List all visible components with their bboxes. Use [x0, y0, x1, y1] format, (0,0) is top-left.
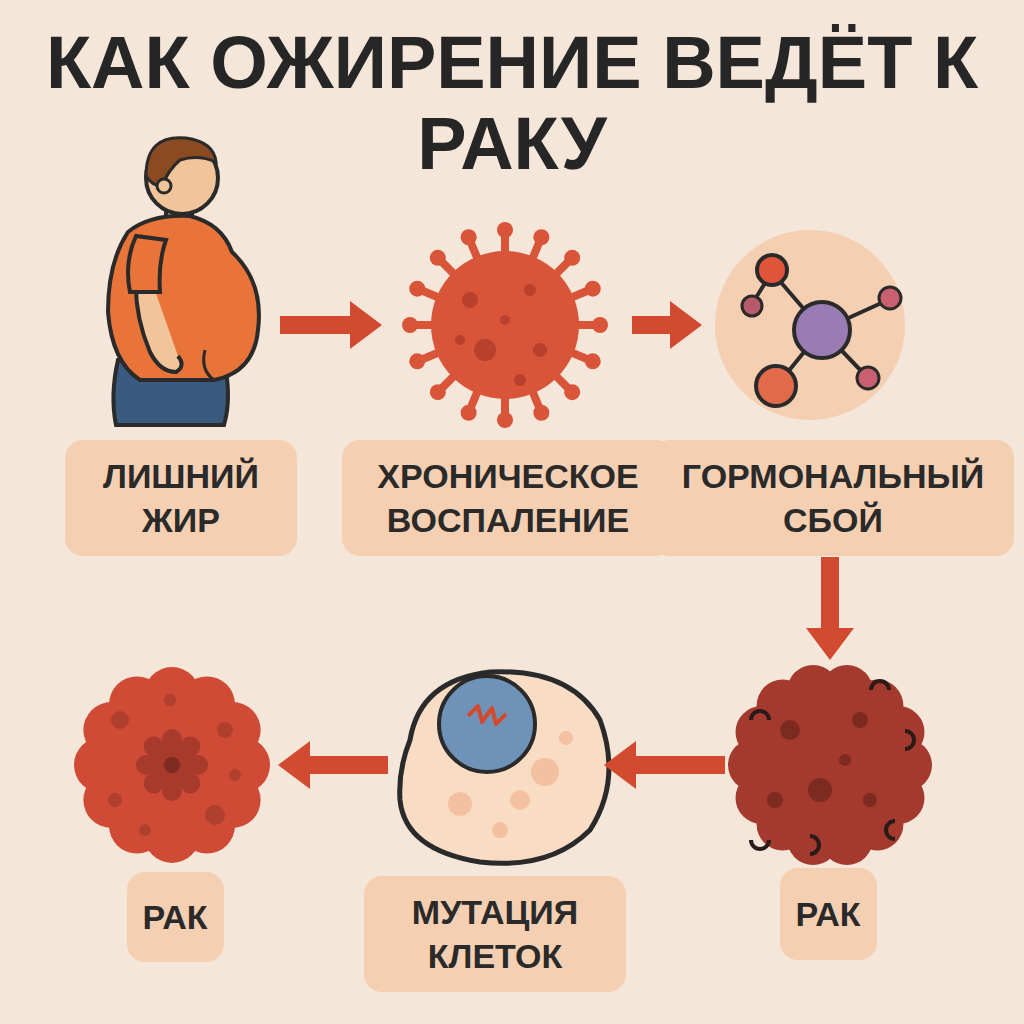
spike-tip — [461, 405, 477, 421]
crater — [871, 681, 889, 690]
spike-tip — [409, 353, 425, 369]
flow-arrow — [806, 557, 854, 660]
spike-tip — [497, 412, 513, 428]
shape — [157, 179, 171, 193]
dot — [533, 343, 547, 357]
dot — [462, 292, 478, 308]
spike-tip — [409, 281, 425, 297]
dot — [108, 793, 122, 807]
spike-tip — [461, 229, 477, 245]
label-box: ГОРМОНАЛЬНЫЙ СБОЙ — [652, 440, 1014, 556]
dot — [808, 778, 832, 802]
shape — [492, 822, 508, 838]
label-box: РАК — [127, 872, 224, 962]
flow-arrow — [604, 741, 725, 789]
step-label: РАК — [796, 892, 861, 936]
spike-tip — [564, 250, 580, 266]
step-label: РАК — [143, 895, 208, 939]
dot — [500, 315, 510, 325]
shape — [204, 350, 214, 380]
step-label: ЛИШНИЙ ЖИР — [81, 454, 281, 542]
crater — [751, 840, 769, 849]
label-box: МУТАЦИЯ КЛЕТОК — [364, 876, 626, 992]
cell-body — [431, 251, 579, 399]
crater — [886, 821, 895, 839]
shape — [857, 367, 879, 389]
spike-tip — [585, 281, 601, 297]
label-box: ХРОНИЧЕСКОЕ ВОСПАЛЕНИЕ — [342, 440, 674, 556]
core — [148, 741, 196, 789]
label-box: РАК — [780, 868, 877, 960]
flow-arrow — [632, 301, 702, 349]
inflammation-cell — [402, 222, 608, 428]
spike-tip — [497, 222, 513, 238]
flow-arrow — [280, 301, 382, 349]
shape — [559, 731, 573, 745]
step-label: ГОРМОНАЛЬНЫЙ СБОЙ — [668, 454, 998, 542]
label-box: ЛИШНИЙ ЖИР — [65, 440, 297, 556]
shape — [794, 302, 850, 358]
dot — [111, 711, 129, 729]
shape — [439, 676, 535, 772]
spike-tip — [533, 229, 549, 245]
shape — [400, 672, 609, 864]
dot — [217, 722, 233, 738]
spike-tip — [585, 353, 601, 369]
dot — [780, 720, 800, 740]
shape — [756, 366, 796, 406]
dot — [205, 805, 225, 825]
step-label: ХРОНИЧЕСКОЕ ВОСПАЛЕНИЕ — [358, 454, 658, 542]
spike-tip — [430, 384, 446, 400]
step-node: ГОРМОНАЛЬНЫЙ СБОЙ — [702, 225, 918, 557]
flow-arrow — [278, 741, 388, 789]
shape — [510, 790, 530, 810]
dot — [514, 374, 526, 386]
crater — [751, 711, 769, 720]
title: КАК ОЖИРЕНИЕ ВЕДЁТ К РАКУ — [40, 22, 984, 185]
dot — [852, 712, 868, 728]
dot — [839, 754, 851, 766]
dot — [164, 694, 176, 706]
shape — [715, 230, 905, 420]
shape — [742, 296, 762, 316]
spike-tip — [402, 317, 418, 333]
spike-tip — [430, 250, 446, 266]
shape — [531, 758, 559, 786]
cell-body — [96, 689, 248, 841]
dot — [863, 793, 877, 807]
shape — [448, 792, 472, 816]
cancer-cell — [74, 667, 270, 863]
core — [164, 757, 180, 773]
step-node: МУТАЦИЯ КЛЕТОК — [388, 660, 604, 993]
shape — [468, 706, 506, 724]
dot — [474, 339, 496, 361]
hormone-molecule — [715, 230, 905, 420]
spike-tip — [564, 384, 580, 400]
dot — [524, 284, 536, 296]
dot — [139, 824, 151, 836]
shape — [128, 236, 166, 292]
step-node: РАК — [62, 660, 278, 962]
step-node: РАК — [725, 660, 935, 960]
dot — [229, 769, 241, 781]
dot — [455, 335, 465, 345]
shape — [757, 255, 787, 285]
shape — [146, 138, 216, 186]
step-node: ЛИШНИЙ ЖИР — [88, 140, 280, 557]
step-node: ХРОНИЧЕСКОЕ ВОСПАЛЕНИЕ — [382, 230, 632, 557]
crater — [905, 731, 914, 749]
spike-tip — [592, 317, 608, 333]
tumor — [728, 665, 932, 865]
shape — [108, 216, 259, 380]
person-figure — [108, 138, 259, 425]
mutated-cell — [400, 672, 609, 864]
crater — [810, 836, 819, 854]
step-label: МУТАЦИЯ КЛЕТОК — [380, 890, 610, 978]
shape — [879, 287, 901, 309]
tumor-body — [748, 683, 912, 847]
spike-tip — [533, 405, 549, 421]
dot — [767, 792, 783, 808]
